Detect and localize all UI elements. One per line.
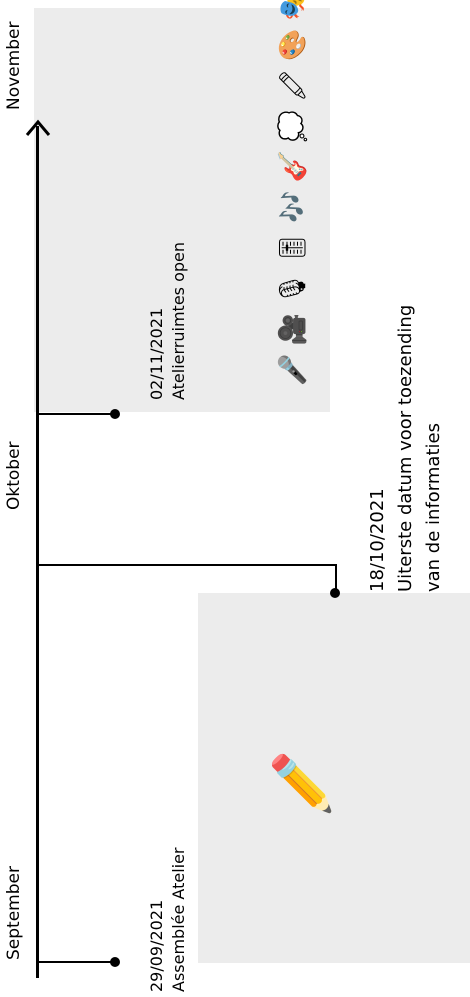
event-title: Atelierruimtes open (169, 241, 188, 400)
connector-02-11 (37, 413, 117, 415)
thought-bubble-icon: 💭 (278, 110, 308, 143)
event-title-line2: van de informaties (423, 423, 444, 592)
month-label-september: September (4, 866, 24, 960)
event-29-09: 29/09/2021 Assemblée Atelier (146, 847, 190, 992)
connector-18-10 (37, 564, 337, 566)
atelier-icons: 🎤 🎥 🎙 🎚 🎶 🎸 💭 🖍 🎨 🎭 (278, 0, 308, 386)
event-date: 18/10/2021 (367, 488, 388, 592)
month-label-november: November (4, 21, 24, 110)
guitar-icon: 🎸 (278, 150, 308, 183)
studio-microphone-icon: 🎙 (278, 272, 308, 306)
event-dot-02-11 (110, 409, 120, 419)
crayon-icon: 🖍 (278, 69, 308, 103)
connector-29-09 (37, 961, 117, 963)
event-date: 02/11/2021 (147, 307, 166, 400)
assemblee-panel (198, 593, 470, 963)
palette-icon: 🎨 (278, 28, 308, 62)
movie-camera-icon: 🎥 (278, 313, 308, 346)
atelier-open-panel (34, 8, 330, 412)
microphone-icon: 🎤 (278, 353, 308, 386)
event-02-11: 02/11/2021 Atelierruimtes open (146, 242, 190, 400)
event-18-10: 18/10/2021 Uiterste datum voor toezendin… (364, 305, 448, 592)
axis-arrow-icon (25, 119, 51, 136)
event-title: Uiterste datum voor toezending (395, 304, 416, 592)
connector-18-10-drop (335, 565, 337, 591)
timeline-axis (36, 126, 39, 978)
theater-masks-icon: 🎭 (278, 0, 308, 21)
musical-notes-icon: 🎶 (278, 190, 308, 224)
event-dot-29-09 (110, 957, 120, 967)
event-title: Assemblée Atelier (169, 847, 188, 992)
mixer-icon: 🎚 (278, 231, 308, 265)
event-date: 29/09/2021 (147, 899, 166, 992)
pencil-icon: ✏️ (268, 752, 336, 815)
month-label-oktober: Oktober (4, 441, 24, 510)
event-dot-18-10 (330, 588, 340, 598)
